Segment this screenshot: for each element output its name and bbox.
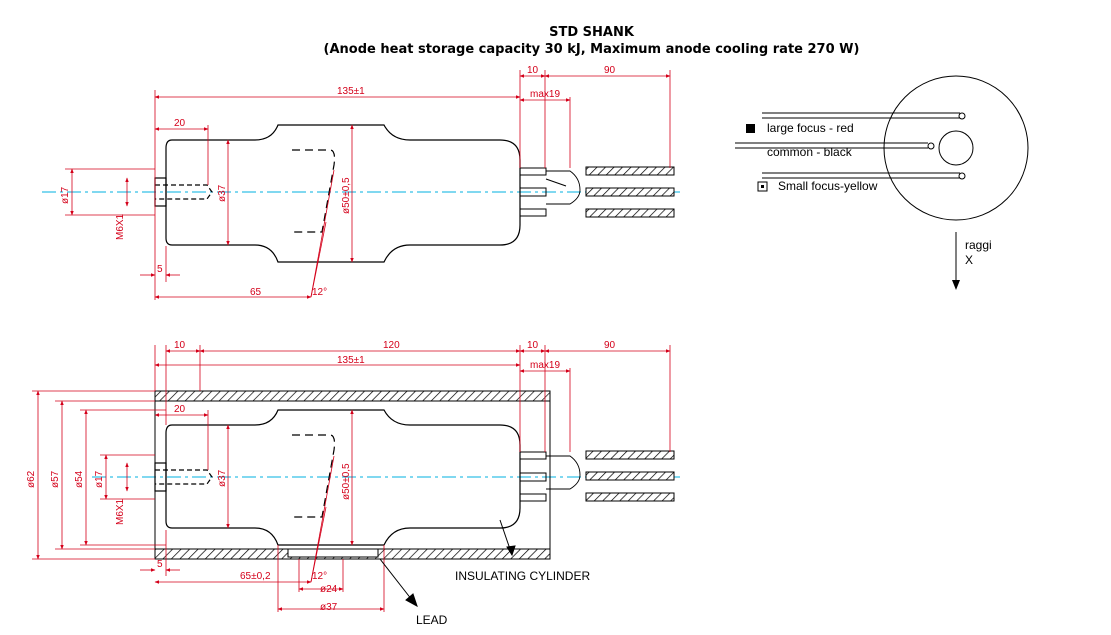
top-dim-90: 90: [604, 65, 616, 76]
bottom-dim-90: 90: [604, 340, 616, 351]
top-dim-12deg: 12°: [312, 287, 327, 298]
top-dim-135: 135±1: [337, 86, 365, 97]
top-cables: [585, 166, 675, 218]
top-dim-phi17: ø17: [60, 186, 71, 204]
drawing-title: STD SHANK: [549, 25, 634, 40]
top-lead-pins: [519, 167, 581, 217]
bottom-dim-135: 135±1: [337, 355, 365, 366]
bottom-dim-120: 120: [383, 340, 400, 351]
bottom-dim-10a: 10: [174, 340, 186, 351]
bottom-dim-phi62: ø62: [26, 470, 37, 488]
top-threaded-hole: [155, 184, 213, 200]
bottom-dim-phi37b: ø37: [320, 602, 338, 613]
bottom-dim-20: 20: [174, 404, 186, 415]
common-label: common - black: [767, 145, 853, 159]
connector-center-hole: [938, 130, 974, 166]
small-focus-label: Small focus-yellow: [778, 179, 878, 193]
bottom-view: 10 120 10 90 135±1 max19 20 ø62 ø57 ø54 …: [26, 340, 680, 627]
top-dim-5: 5: [157, 264, 163, 275]
raggi-x-label: X: [965, 253, 973, 267]
bottom-dim-10b: 10: [527, 340, 539, 351]
insulating-cylinder-label: INSULATING CYLINDER: [455, 569, 590, 583]
bottom-dim-65: 65±0,2: [240, 571, 271, 582]
lead-label: LEAD: [416, 613, 448, 627]
raggi-label: raggi: [965, 238, 992, 252]
top-dim-phi50: ø50±0,5: [341, 177, 352, 214]
top-view: 10 90 135±1 max19 20 ø17 M6X1 ø37 ø50±0,…: [42, 65, 680, 300]
top-dim-65: 65: [250, 287, 262, 298]
bottom-dim-m6: M6X1: [115, 498, 126, 525]
bottom-threaded-hole: [155, 469, 213, 485]
top-dim-phi37: ø37: [217, 184, 228, 202]
bottom-cables: [585, 450, 675, 502]
bottom-dim-12deg: 12°: [312, 571, 327, 582]
lead-ring: [287, 548, 379, 558]
title-block: STD SHANK (Anode heat storage capacity 3…: [0, 24, 1111, 58]
connector-end-view: large focus - red common - black Small f…: [735, 75, 1029, 290]
bottom-dim-max19: max19: [530, 360, 560, 371]
insulating-cylinder-top-wall: [154, 390, 551, 402]
bottom-dim-phi17: ø17: [94, 470, 105, 488]
top-dim-20: 20: [174, 118, 186, 129]
top-dim-max19: max19: [530, 89, 560, 100]
bottom-tube-body: [165, 409, 521, 546]
top-tube-body: [165, 124, 521, 263]
bottom-dim-5: 5: [157, 559, 163, 570]
drawing-subtitle: (Anode heat storage capacity 30 kJ, Maxi…: [323, 42, 860, 57]
bottom-anode-outline: [292, 434, 336, 518]
bottom-lead-pins: [519, 451, 581, 502]
top-dim-10: 10: [527, 65, 539, 76]
bottom-dim-phi37: ø37: [217, 469, 228, 487]
bottom-dim-phi54: ø54: [74, 470, 85, 488]
top-anode-outline: [292, 149, 336, 233]
large-focus-marker-icon: [746, 124, 755, 133]
bottom-dim-phi50: ø50±0,5: [341, 463, 352, 500]
raggi-arrow-icon: [952, 280, 960, 290]
bottom-dim-phi24: ø24: [320, 584, 338, 595]
top-dim-m6: M6X1: [115, 213, 126, 240]
large-focus-label: large focus - red: [767, 121, 854, 135]
bottom-dim-phi57: ø57: [50, 470, 61, 488]
